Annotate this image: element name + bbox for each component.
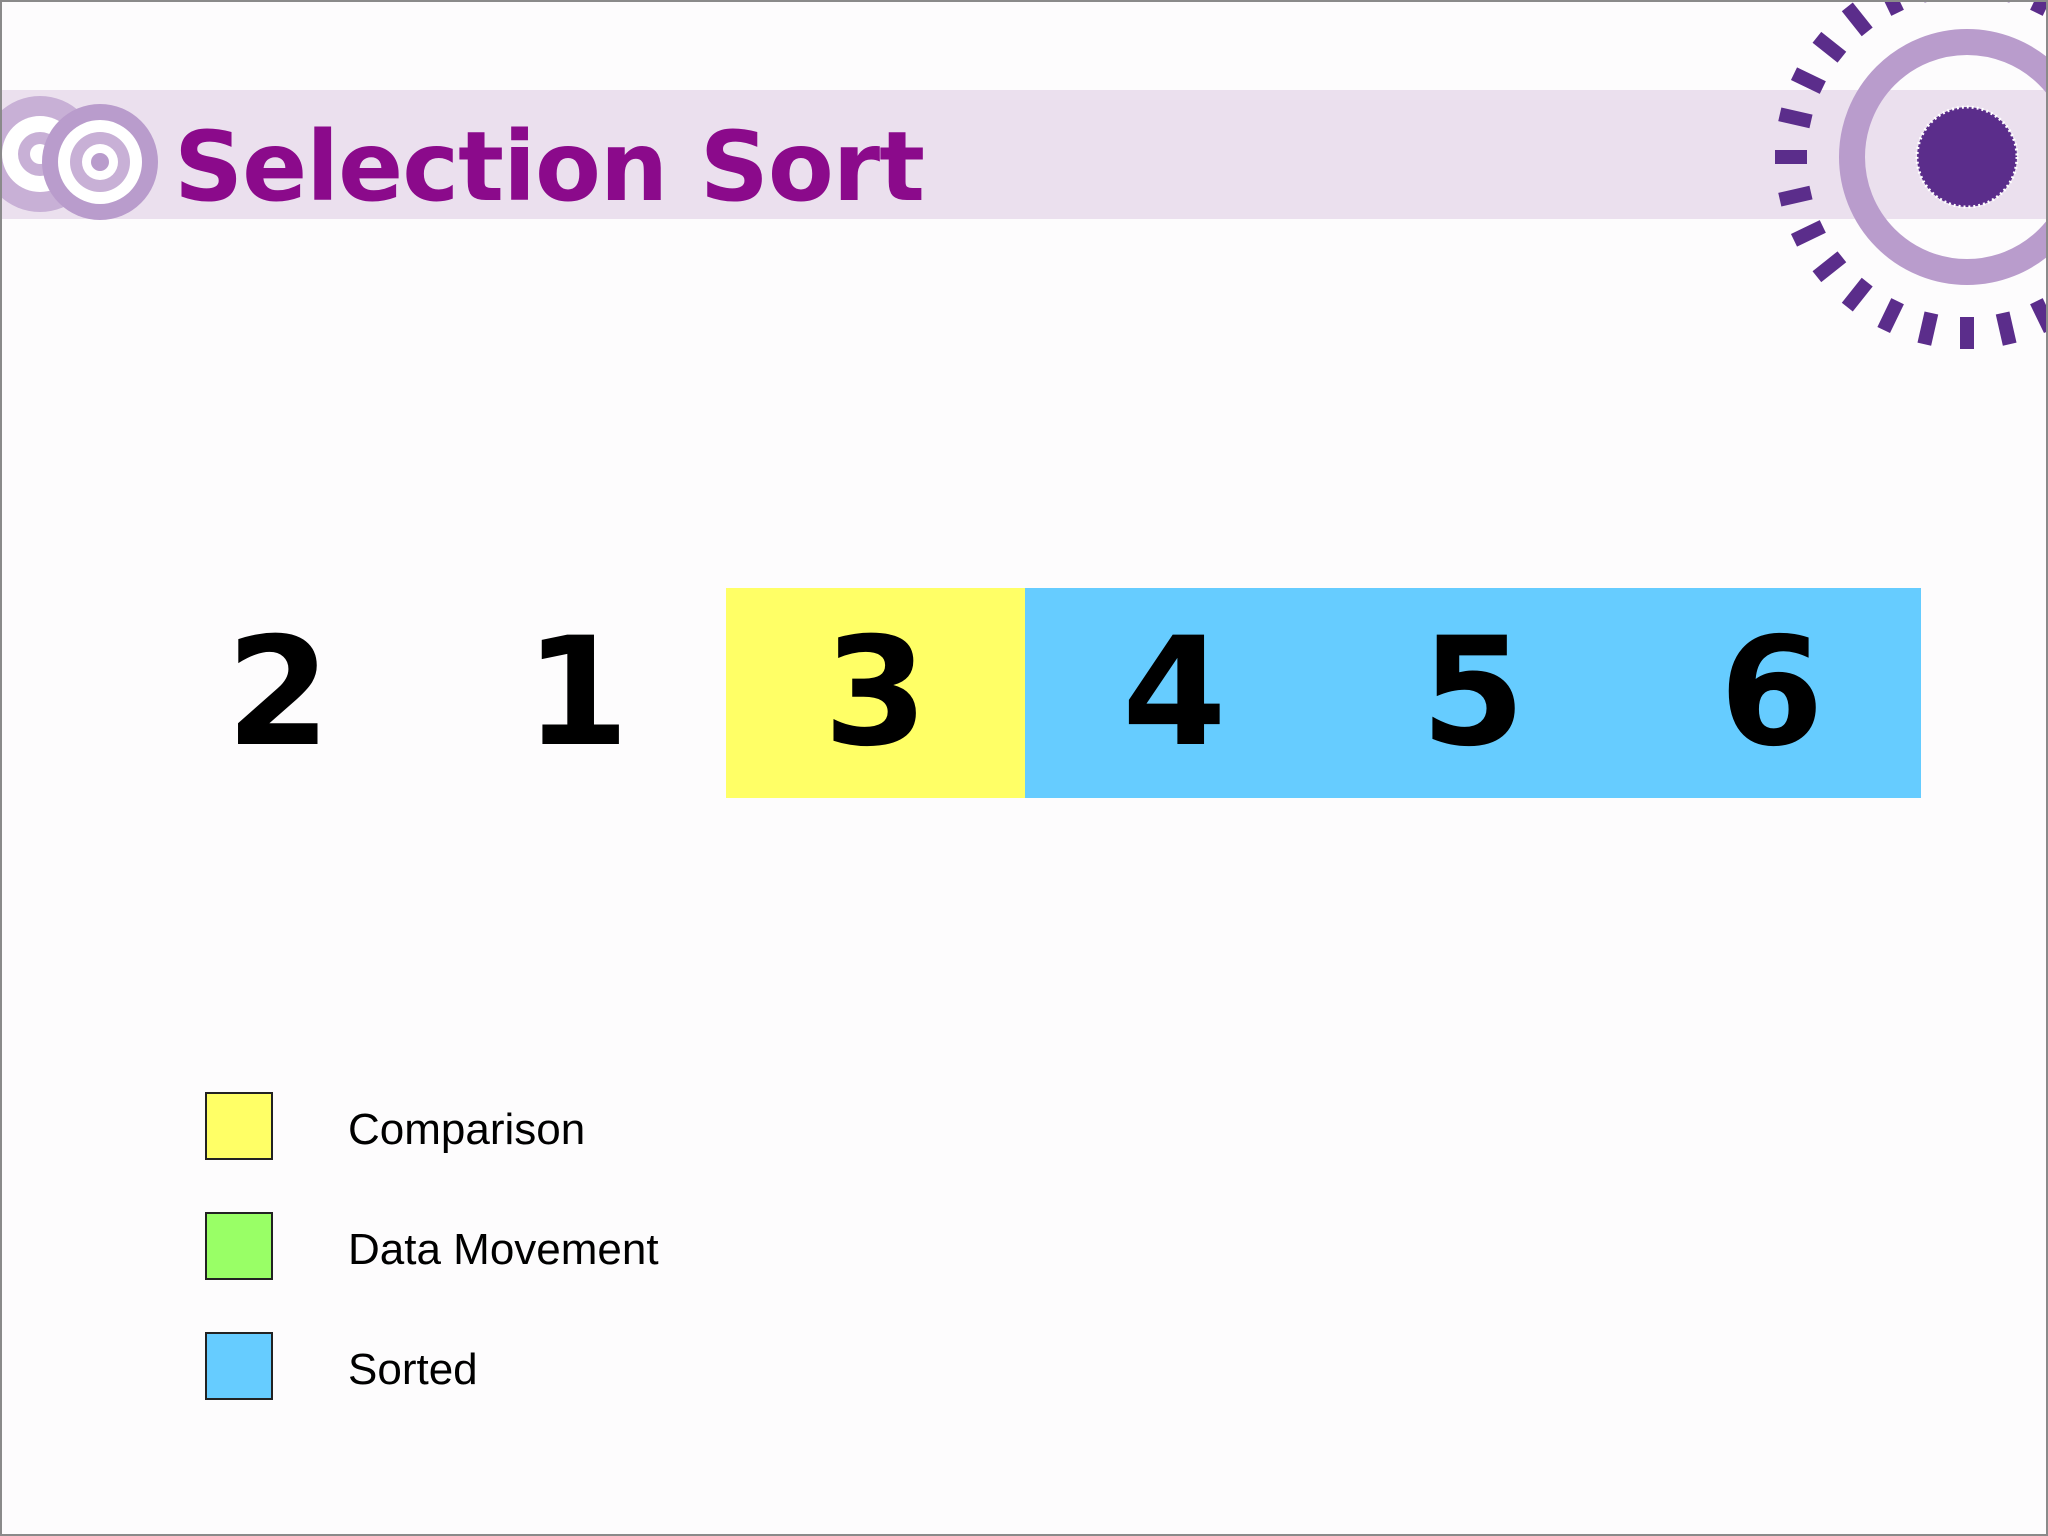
sunburst-dash [2006, 2, 2010, 3]
sunburst-dash [1778, 107, 1813, 129]
legend-swatch [205, 1212, 273, 1280]
sunburst-dash [1790, 67, 1826, 94]
cell-value: 1 [524, 606, 630, 780]
sunburst-dash [1790, 220, 1826, 247]
cell-value: 2 [226, 606, 331, 780]
array-cell: 4 [1025, 588, 1324, 798]
array-cell: 2 [129, 588, 428, 798]
legend-label: Sorted [348, 1345, 478, 1394]
sunburst-dash [1812, 31, 1847, 63]
sunburst-decoration-icon [1775, 2, 2046, 349]
title-band [2, 90, 2046, 219]
sunburst-dash [1841, 277, 1873, 312]
sunburst-dash [1924, 2, 1928, 3]
sunburst-dash [1917, 311, 1939, 346]
legend: Comparison Data Movement Sorted [205, 1092, 805, 1412]
slide-title: Selection Sort [174, 111, 925, 223]
array-cell: 3 [726, 588, 1025, 798]
sunburst-dash [2030, 2, 2046, 16]
legend-swatch [205, 1332, 273, 1400]
legend-swatch [205, 1092, 273, 1160]
array-cell: 6 [1622, 588, 1921, 798]
sunburst-dash [1812, 251, 1847, 283]
concentric-circles-logo-icon [2, 96, 158, 220]
cell-value: 3 [823, 606, 928, 780]
sunburst-dash [1995, 311, 2017, 346]
sunburst-dash [1778, 185, 1813, 207]
legend-label: Comparison [348, 1105, 586, 1154]
legend-item-data-movement: Data Movement [205, 1212, 805, 1282]
cell-value: 4 [1122, 606, 1227, 780]
sunburst-dash [1877, 298, 1904, 334]
sunburst-dash [2030, 298, 2046, 334]
legend-item-sorted: Sorted [205, 1332, 805, 1402]
sunburst-dash [1884, 2, 1904, 16]
cell-value: 6 [1719, 606, 1824, 780]
array-cell: 5 [1323, 588, 1623, 798]
array-cell: 1 [428, 588, 727, 798]
cell-value: 5 [1420, 606, 1526, 780]
legend-label: Data Movement [348, 1225, 659, 1274]
legend-item-comparison: Comparison [205, 1092, 805, 1162]
array-row: 2 1 3 4 5 6 [129, 588, 1921, 798]
sunburst-dash [1841, 2, 1873, 37]
